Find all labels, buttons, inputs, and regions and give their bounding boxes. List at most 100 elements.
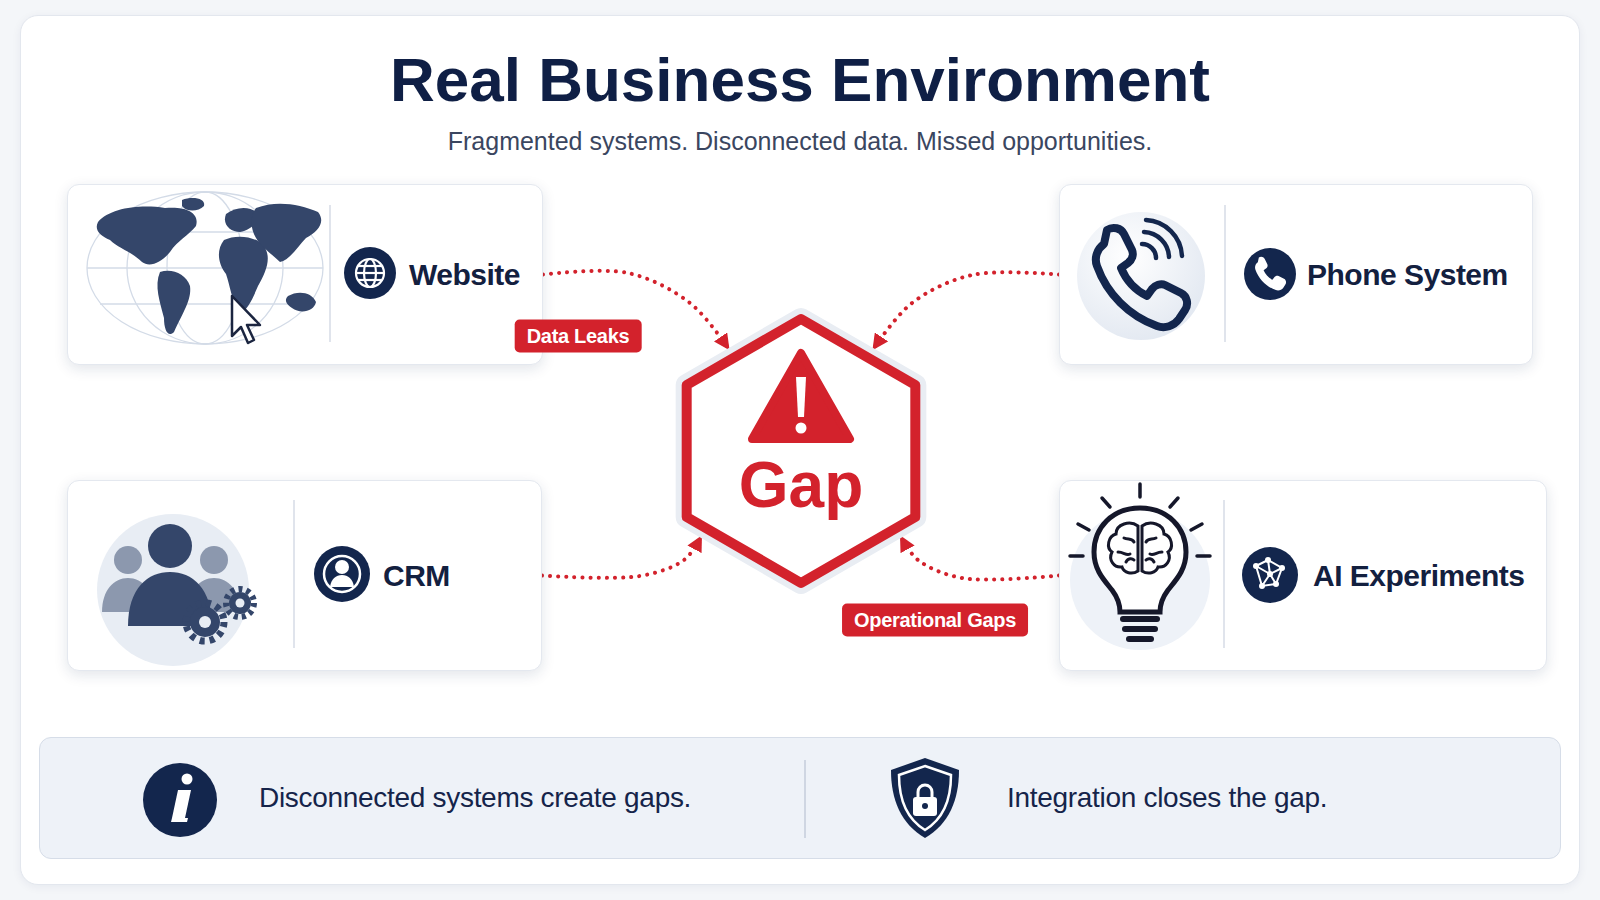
globe-icon-part: [358, 279, 382, 281]
gear-symbol: [186, 589, 254, 641]
shield-lock-icon-part: [913, 797, 937, 816]
bulb-illustration-part: [1122, 626, 1158, 632]
bulb-illustration-part: [1094, 508, 1186, 612]
world-map-part: [97, 207, 197, 265]
gear-symbol-part: [186, 603, 224, 641]
shield-lock-icon-part: [891, 758, 959, 838]
person-icon-part: [335, 560, 349, 574]
message-band: Disconnected systems create gaps.Integra…: [39, 737, 1561, 859]
gap-hexagon: Gap: [676, 311, 926, 591]
gear-symbol-part: [226, 589, 254, 617]
world-map-part: [219, 237, 268, 313]
people-illustration-part: [200, 546, 228, 574]
network-icon-part: [1256, 560, 1282, 586]
network-icon-part: [1259, 583, 1265, 589]
network-icon: [1242, 547, 1298, 603]
world-map: [87, 192, 323, 344]
phone-illustration-part: [1146, 220, 1182, 256]
bulb-illustration-part: [1138, 484, 1142, 497]
bulb-illustration-part: [1070, 554, 1083, 558]
world-map-part: [87, 267, 323, 268]
info-icon-part: [182, 774, 193, 785]
person-icon-part: [330, 575, 354, 587]
network-icon-part: [1242, 547, 1298, 603]
bulb-illustration-part: [1146, 538, 1162, 562]
shield-lock-icon-part: [899, 766, 951, 830]
network-icon-part: [1256, 560, 1282, 586]
globe-icon: [344, 247, 396, 299]
warning-symbol-part: [752, 353, 850, 439]
bulb-illustration: [1070, 484, 1210, 650]
band-message: Disconnected systems create gaps.: [259, 782, 691, 814]
globe-icon-part: [344, 247, 396, 299]
world-map-part: [252, 204, 322, 262]
bulb-illustration-part: [1118, 538, 1134, 562]
band-divider: [804, 760, 806, 838]
gear-symbol-part: [199, 616, 211, 628]
warning-symbol: [752, 353, 850, 439]
person-icon: [314, 546, 370, 602]
dotted-connector: [542, 538, 700, 578]
globe-icon-part: [358, 265, 382, 267]
bulb-illustration-part: [1102, 498, 1110, 507]
bulb-illustration-part: [1109, 523, 1172, 573]
bulb-illustration-part: [1170, 498, 1178, 507]
bulb-illustration-part: [1078, 524, 1089, 530]
card-divider: [293, 500, 295, 648]
card-divider: [1224, 205, 1226, 342]
world-map-part: [157, 271, 190, 334]
dotted-connector: [902, 538, 1059, 580]
shield-lock-icon-part: [922, 803, 928, 809]
info-icon: [143, 763, 217, 837]
people-illustration-part: [148, 524, 192, 568]
diagram-title: Real Business Environment: [0, 47, 1600, 112]
phone-icon-part: [1244, 248, 1296, 300]
bulb-illustration-part: [1120, 616, 1160, 622]
network-icon-part: [1279, 565, 1285, 571]
warning-symbol-part: [796, 377, 806, 417]
person-icon-part: [324, 556, 360, 592]
bulb-illustration-part: [1142, 523, 1171, 573]
mouse-cursor: [232, 296, 260, 343]
card-divider: [1223, 500, 1225, 648]
people-illustration-part: [114, 546, 142, 574]
phone-illustration-part: [1096, 228, 1187, 327]
network-icon-part: [1267, 571, 1273, 577]
edge-label: Data Leaks: [515, 320, 642, 353]
network-icon-part: [1253, 563, 1259, 569]
dotted-connector: [874, 272, 1059, 347]
system-label: AI Experiments: [1313, 559, 1524, 593]
bulb-illustration-part: [1126, 636, 1154, 642]
phone-illustration-part: [1142, 244, 1156, 258]
globe-icon-part: [356, 259, 384, 287]
world-map-part: [87, 192, 323, 344]
subtitle: Fragmented systems. Disconnected data. M…: [0, 127, 1600, 156]
card-divider: [329, 205, 331, 342]
system-label: CRM: [383, 559, 450, 593]
people-illustration: [97, 514, 254, 666]
people-illustration-part: [97, 514, 249, 666]
shield-lock-icon: [891, 758, 959, 838]
network-icon-part: [1265, 557, 1271, 563]
gear-symbol-part: [229, 592, 251, 614]
bulb-illustration-part: [1191, 524, 1202, 530]
world-map-part: [100, 303, 310, 304]
system-label: Phone System: [1307, 258, 1508, 292]
world-map-part: [182, 198, 204, 211]
warning-symbol-part: [796, 423, 807, 434]
phone-illustration: [1077, 212, 1205, 340]
info-icon-part: [143, 763, 217, 837]
gear-symbol-part: [236, 599, 245, 608]
bulb-illustration-part: [1120, 616, 1160, 642]
globe-icon-part: [356, 272, 384, 274]
phone-icon: [1244, 248, 1296, 300]
phone-illustration-part: [1077, 212, 1205, 340]
world-map-part: [87, 192, 323, 344]
world-map-part: [286, 293, 316, 312]
globe-icon-part: [356, 259, 384, 287]
edge-label: Operational Gaps: [842, 604, 1028, 637]
info-icon-part: [171, 818, 188, 822]
phone-illustration-part: [1142, 220, 1182, 258]
network-icon-part: [1273, 581, 1279, 587]
